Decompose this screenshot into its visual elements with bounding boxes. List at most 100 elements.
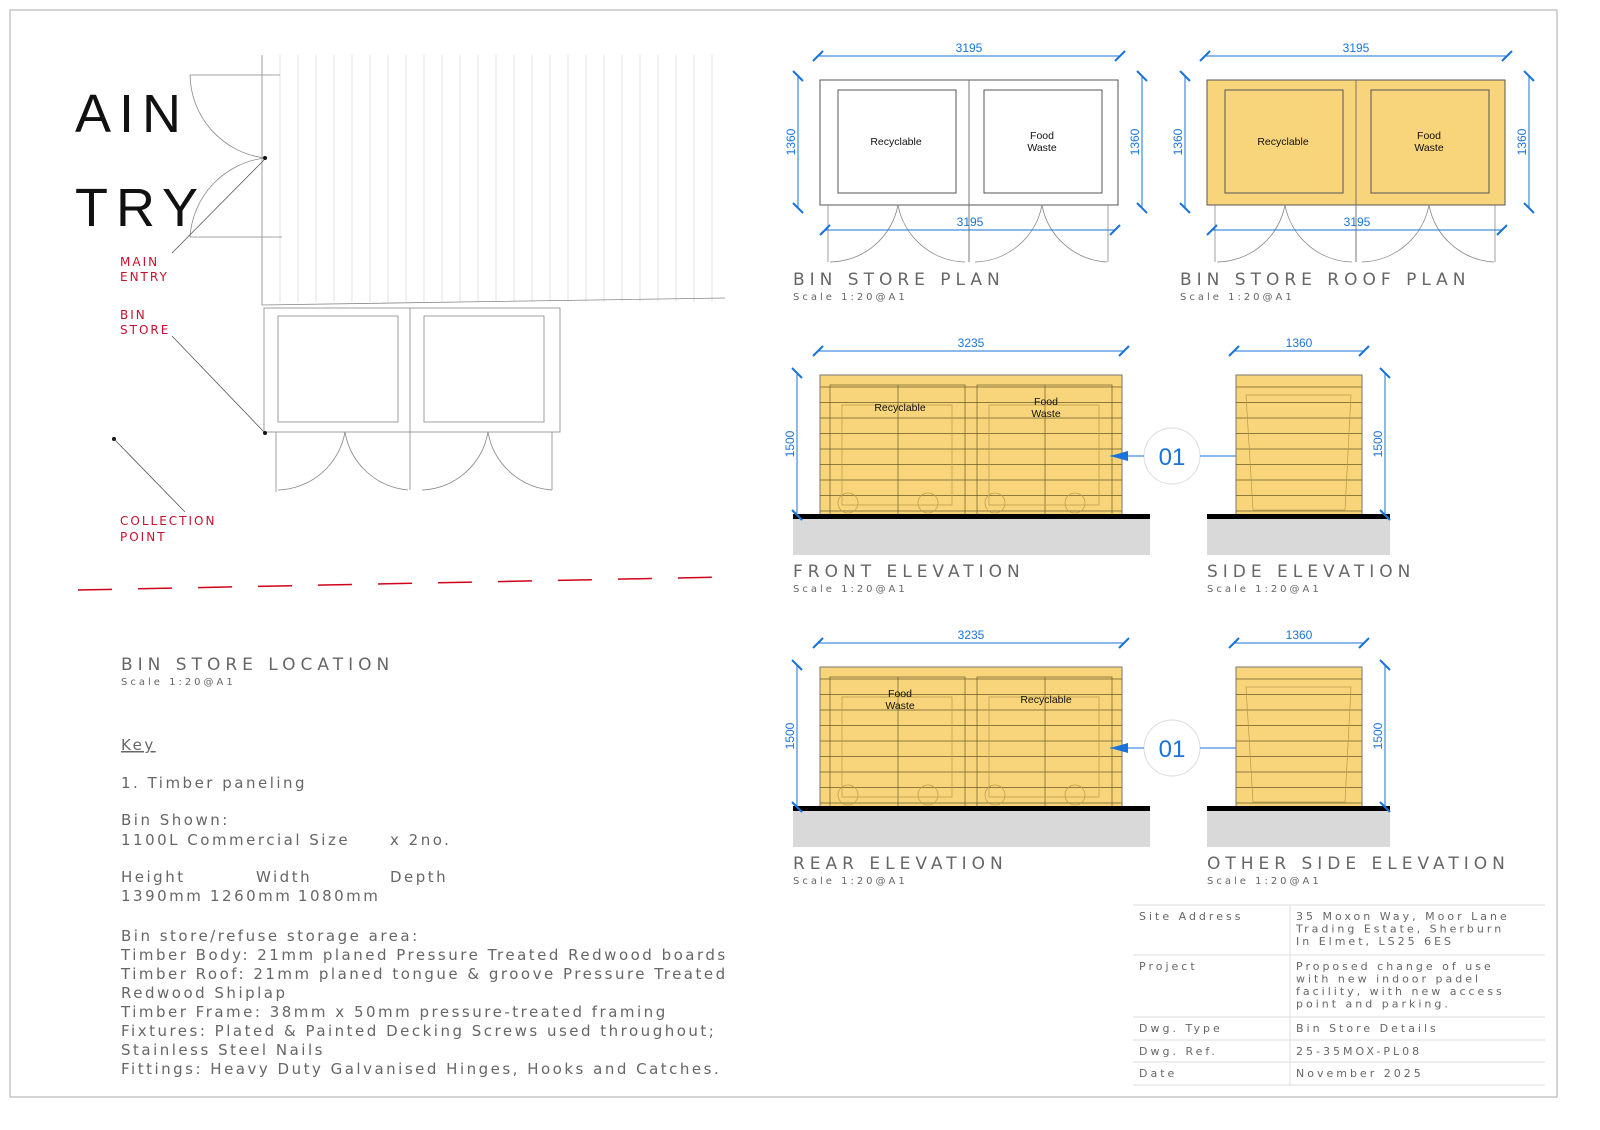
section-marker: 01	[1159, 444, 1186, 471]
bin-store-outline	[263, 307, 561, 433]
view-title: REAR ELEVATION	[793, 854, 1008, 874]
view-title: BIN STORE ROOF PLAN	[1180, 270, 1471, 290]
title-block-label: Site Address	[1139, 910, 1243, 923]
dimension-label: 1360	[1128, 128, 1142, 155]
bin-shown-label: Bin Shown:	[121, 811, 230, 829]
entry-big-text: TRY	[75, 178, 206, 238]
title-block-row: Dwg. Ref.25-35MOX-PL08	[1139, 1045, 1422, 1058]
spec-line: Timber Roof: 21mm planed tongue & groove…	[120, 965, 728, 983]
title-block-value: November 2025	[1296, 1067, 1424, 1080]
bin-label: Food	[1034, 396, 1058, 408]
spec-line: Redwood Shiplap	[121, 984, 288, 1002]
ground	[793, 811, 1150, 847]
view-scale: Scale 1:20@A1	[1180, 292, 1295, 303]
dimension-label: 1360	[1515, 128, 1529, 155]
ground-line	[1207, 514, 1390, 519]
title-block-value: 35 Moxon Way, Moor Lane	[1296, 910, 1510, 923]
bin-label: Recyclable	[1257, 136, 1309, 148]
bin-label: Waste	[1031, 408, 1061, 420]
view-scale: Scale 1:20@A1	[1207, 584, 1322, 595]
spec-lines: Bin store/refuse storage area:Timber Bod…	[120, 927, 728, 1078]
boundary-line	[77, 576, 727, 591]
bin-label: Recyclable	[874, 402, 926, 414]
dimension-label: 1360	[1286, 336, 1313, 350]
dimension-label: 1360	[784, 128, 798, 155]
bin-shown: 1100L Commercial Size	[121, 831, 350, 849]
sheet-border	[9, 9, 1558, 1098]
height-header: Height	[121, 868, 186, 886]
view-scale: Scale 1:20@A1	[1207, 876, 1322, 887]
ground-line	[793, 806, 1150, 811]
dimension-label: 1500	[1371, 722, 1385, 749]
title-block-row: Site Address 35 Moxon Way, Moor LaneTradi…	[1139, 910, 1510, 948]
dimension-label: 3195	[1344, 215, 1371, 229]
bin-label: Food	[1030, 130, 1054, 142]
title-block-value: with new indoor padel	[1296, 973, 1481, 986]
spec-line: Timber Frame: 38mm x 50mm pressure-treat…	[120, 1003, 668, 1021]
view-title: BIN STORE PLAN	[793, 270, 1005, 290]
depth-header: Depth	[390, 868, 448, 886]
title-block-label: Dwg. Type	[1139, 1022, 1223, 1035]
location-title: BIN STORE LOCATION	[121, 655, 394, 675]
spec-line: Bin store/refuse storage area:	[121, 927, 420, 945]
view-title: SIDE ELEVATION	[1207, 562, 1415, 582]
dimension-label: 1360	[1171, 128, 1185, 155]
dimension-label: 3195	[957, 215, 984, 229]
key-notes: Key 1. Timber paneling Bin Shown: 1100L …	[120, 736, 728, 1078]
bin-label: Waste	[1027, 142, 1057, 154]
section-marker: 01	[1159, 736, 1186, 763]
ground	[1207, 811, 1390, 847]
dimension-label: 1500	[1371, 430, 1385, 457]
title-block-row: Dwg. Type Bin Store Details	[1139, 1022, 1439, 1035]
width-header: Width	[256, 868, 312, 886]
bin-label: Food	[1417, 130, 1441, 142]
spec-line: Fittings: Heavy Duty Galvanised Hinges, …	[121, 1060, 721, 1078]
view-title: OTHER SIDE ELEVATION	[1207, 854, 1510, 874]
bin-label: Waste	[885, 700, 915, 712]
title-block-value: Bin Store Details	[1296, 1022, 1439, 1035]
title-block-label: Date	[1139, 1067, 1177, 1080]
height-value: 1390mm	[121, 887, 203, 905]
ground	[1207, 519, 1390, 555]
title-block-value: 25-35MOX-PL08	[1296, 1045, 1422, 1058]
width-value: 1260mm	[210, 887, 292, 905]
view-scale: Scale 1:20@A1	[793, 292, 908, 303]
dimension-label: 1360	[1286, 628, 1313, 642]
title-block-row: Date November 2025	[1139, 1067, 1424, 1080]
title-block-value: Proposed change of use	[1296, 960, 1494, 973]
view-scale: Scale 1:20@A1	[793, 584, 908, 595]
location-scale: Scale 1:20@A1	[121, 677, 236, 688]
bin-label: Food	[888, 688, 912, 700]
dimension-label: 1500	[783, 430, 797, 457]
title-block-label: Project	[1139, 960, 1198, 973]
ground-line	[793, 514, 1150, 519]
bin-label: Waste	[1414, 142, 1444, 154]
key-heading: Key	[121, 736, 156, 754]
dimension-label: 3235	[958, 336, 985, 350]
dimension-label: 1500	[783, 722, 797, 749]
title-block-value: facility, with new access	[1296, 985, 1505, 998]
spec-line: Timber Body: 21mm planed Pressure Treate…	[120, 946, 728, 964]
spec-line: Stainless Steel Nails	[121, 1041, 325, 1059]
decking-area	[279, 55, 713, 302]
main-entry-big-text: AIN	[75, 84, 189, 144]
title-block: Site Address 35 Moxon Way, Moor LaneTradi…	[1133, 904, 1545, 1086]
title-block-value: Trading Estate, Sherburn	[1295, 923, 1504, 936]
dimension-label: 3235	[958, 628, 985, 642]
bin-qty: x 2no.	[390, 831, 451, 849]
spec-line: Fixtures: Plated & Painted Decking Screw…	[121, 1022, 716, 1040]
bin-label: Recyclable	[870, 136, 922, 148]
ground	[793, 519, 1150, 555]
